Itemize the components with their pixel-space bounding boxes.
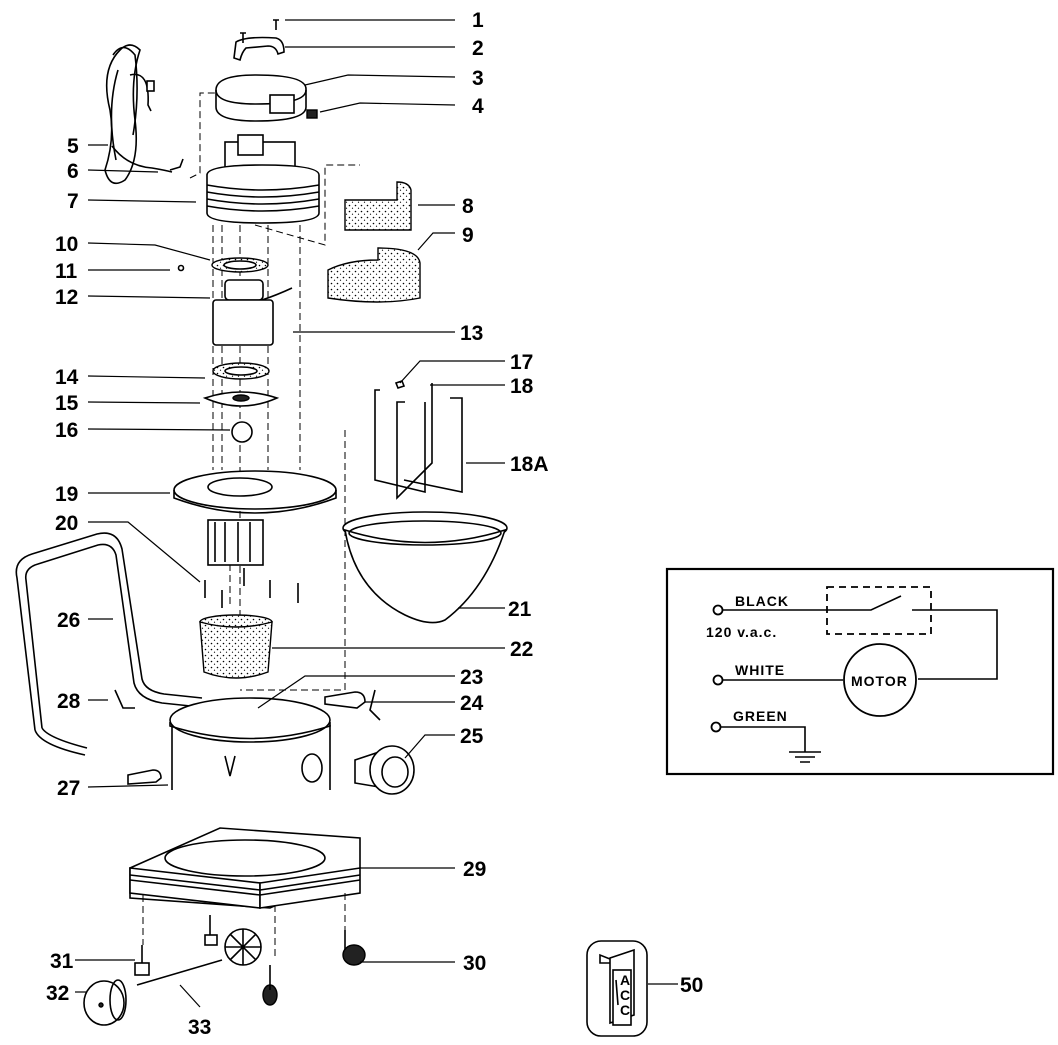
callout-16: 16 bbox=[55, 419, 78, 442]
callout-21: 21 bbox=[508, 598, 532, 621]
accessory-card-50: A C C 50 bbox=[586, 940, 703, 1037]
callout-19: 19 bbox=[55, 483, 78, 506]
motor-label: MOTOR bbox=[851, 673, 908, 689]
acc-letter-1: A bbox=[620, 972, 631, 988]
callout-24: 24 bbox=[460, 692, 484, 715]
callout-14: 14 bbox=[55, 366, 79, 389]
callout-7: 7 bbox=[67, 190, 79, 213]
ground-symbol bbox=[789, 751, 821, 763]
callout-4: 4 bbox=[472, 95, 484, 118]
screws-20 bbox=[204, 568, 299, 608]
callout-1: 1 bbox=[472, 9, 484, 32]
voltage-label: 120 v.a.c. bbox=[706, 624, 777, 640]
handle-frame bbox=[15, 532, 203, 756]
callout-13: 13 bbox=[460, 322, 483, 345]
callout-25: 25 bbox=[460, 725, 484, 748]
callout-26: 26 bbox=[57, 609, 80, 632]
motor-symbol bbox=[843, 643, 917, 717]
filter-9 bbox=[327, 247, 421, 303]
callout-20: 20 bbox=[55, 512, 78, 535]
callout-3: 3 bbox=[472, 67, 484, 90]
callout-12: 12 bbox=[55, 286, 78, 309]
callout-9: 9 bbox=[462, 224, 474, 247]
power-cord bbox=[104, 44, 184, 185]
callout-30: 30 bbox=[463, 952, 486, 975]
white-wire-label: WHITE bbox=[735, 662, 785, 678]
callout-29: 29 bbox=[463, 858, 486, 881]
callout-10: 10 bbox=[55, 233, 78, 256]
callout-17: 17 bbox=[510, 351, 533, 374]
callout-23: 23 bbox=[460, 666, 483, 689]
drain-bowl bbox=[342, 511, 508, 624]
hose-inlet bbox=[301, 745, 415, 795]
wheels-casters bbox=[83, 893, 366, 1026]
green-wire-label: GREEN bbox=[733, 708, 788, 724]
acc-letter-3: C bbox=[620, 1002, 631, 1018]
callout-50: 50 bbox=[680, 974, 703, 997]
callout-8: 8 bbox=[462, 195, 474, 218]
callout-15: 15 bbox=[55, 392, 79, 415]
black-wire-label: BLACK bbox=[735, 593, 789, 609]
wiring-diagram: BLACK 120 v.a.c. WHITE GREEN MOTOR bbox=[665, 567, 1055, 776]
acc-letter-2: C bbox=[620, 987, 631, 1003]
callout-28: 28 bbox=[57, 690, 81, 713]
callout-33: 33 bbox=[188, 1016, 211, 1039]
lid-plate bbox=[114, 689, 381, 790]
callout-27: 27 bbox=[57, 777, 80, 800]
top-cover-assembly bbox=[215, 19, 318, 122]
callout-2: 2 bbox=[472, 37, 484, 60]
motor-head bbox=[206, 134, 320, 224]
float-cage bbox=[374, 380, 463, 500]
leader-lines bbox=[75, 19, 505, 1008]
callout-18A: 18A bbox=[510, 453, 549, 476]
callout-6: 6 bbox=[67, 160, 79, 183]
callout-5: 5 bbox=[67, 135, 79, 158]
caster-dolly bbox=[129, 827, 361, 909]
callout-32: 32 bbox=[46, 982, 69, 1005]
callout-22: 22 bbox=[510, 638, 533, 661]
callout-labels: 1 2 3 4 5 6 7 8 9 10 11 12 13 14 15 16 1… bbox=[46, 9, 549, 1039]
callout-18: 18 bbox=[510, 375, 534, 398]
callout-11: 11 bbox=[55, 260, 78, 283]
filter-8 bbox=[344, 181, 412, 231]
deflector-plate bbox=[173, 470, 337, 566]
motor-internals bbox=[177, 257, 293, 443]
cartridge-filter bbox=[199, 614, 273, 679]
callout-31: 31 bbox=[50, 950, 74, 973]
